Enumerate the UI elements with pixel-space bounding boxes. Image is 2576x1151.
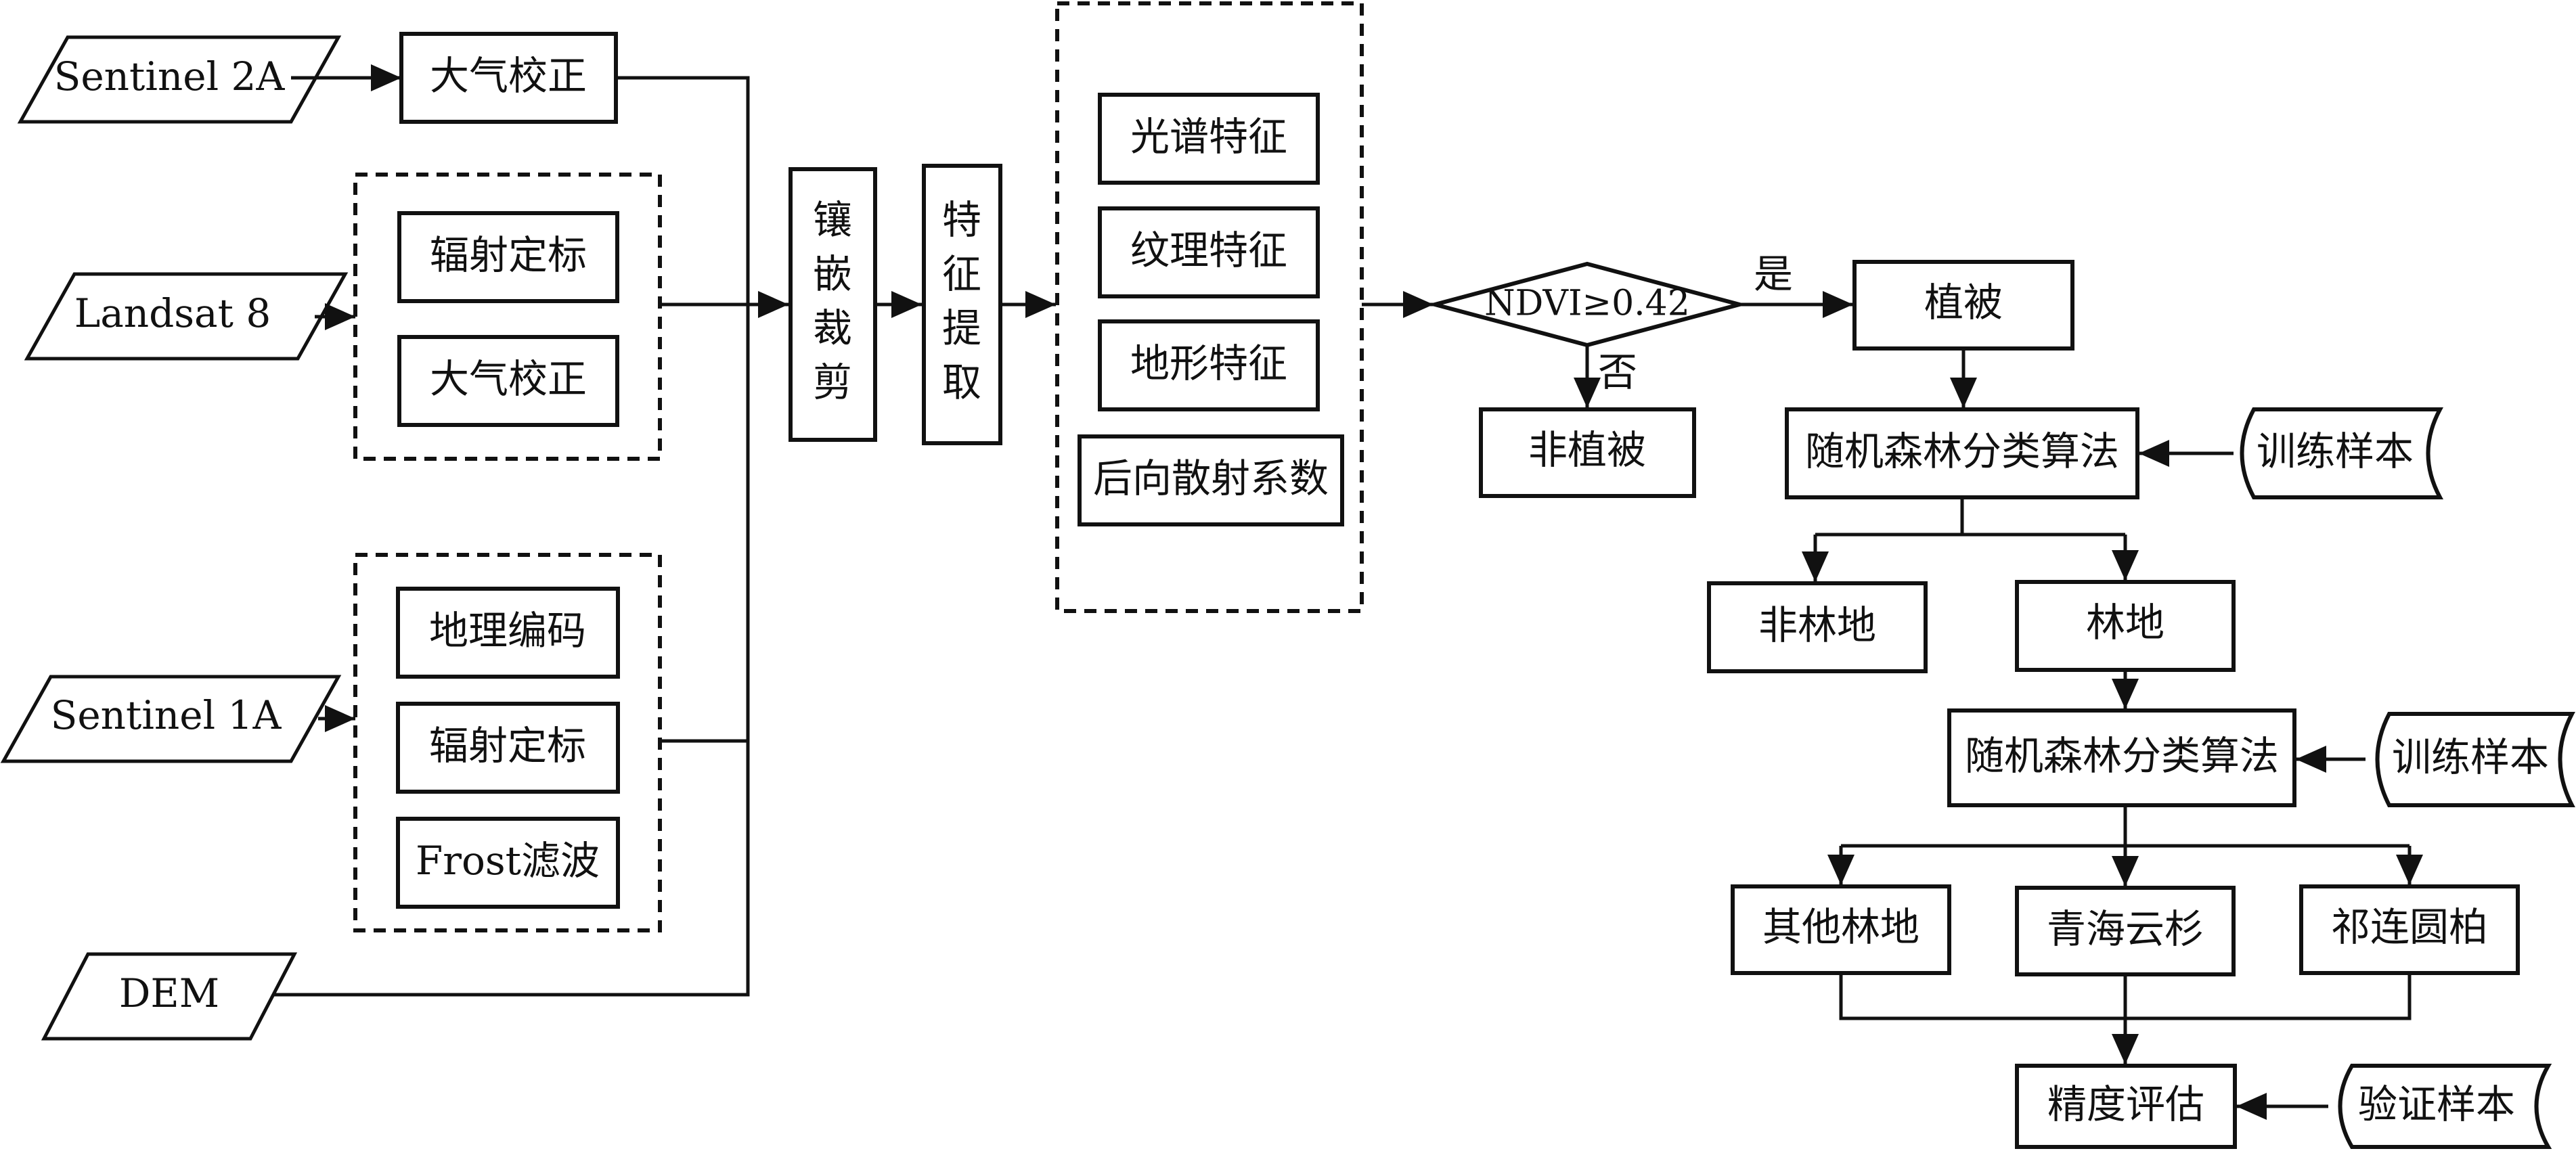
feature-extraction-step: 特 征 提 取: [922, 164, 1002, 445]
s1-radiometric-calibration: 辐射定标: [396, 702, 620, 794]
features-group: [1055, 1, 1364, 613]
l8-atm-label: 大气校正: [430, 356, 587, 402]
yes-label: 是: [1754, 251, 1793, 297]
juniper-label: 祁连圆柏: [2331, 904, 2488, 950]
s1-rad-label: 辐射定标: [429, 723, 586, 769]
mosaic-char-3: 裁: [813, 305, 852, 351]
rf2-label: 随机森林分类算法: [1965, 733, 2279, 779]
veg-label: 植被: [1924, 279, 2003, 325]
mosaic-char-4: 剪: [813, 359, 852, 405]
l8-radiometric-calibration: 辐射定标: [397, 211, 619, 303]
s1-geocoding: 地理编码: [396, 587, 620, 679]
train1-label: 训练样本: [2257, 428, 2414, 474]
l8-rad-label: 辐射定标: [430, 232, 587, 278]
qinghai-spruce-node: 青海云杉: [2015, 886, 2236, 976]
train2-label: 训练样本: [2392, 734, 2549, 780]
mosaic-char-2: 嵌: [813, 251, 852, 297]
s2-atm-label: 大气校正: [430, 53, 587, 99]
backscatter-label: 后向散射系数: [1093, 455, 1329, 501]
l8-atmospheric-correction: 大气校正: [397, 335, 619, 427]
input-sentinel2a: Sentinel 2A: [17, 35, 342, 124]
s1-frost-label: Frost滤波: [416, 838, 600, 884]
s2-atmospheric-correction: 大气校正: [399, 32, 618, 124]
texture-feature: 纹理特征: [1098, 206, 1320, 298]
input-sentinel1a: Sentinel 1A: [0, 675, 342, 763]
other-label: 其他林地: [1762, 904, 1919, 950]
non-forest-node: 非林地: [1707, 581, 1928, 673]
forest-label: 林地: [2086, 600, 2164, 646]
ndvi-label: NDVI≥0.42: [1484, 284, 1690, 324]
feature-char-4: 取: [942, 359, 981, 405]
s1-frost-filter: Frost滤波: [396, 817, 620, 909]
non-vegetation-node: 非植被: [1479, 407, 1696, 498]
input-sentinel2a-label: Sentinel 2A: [54, 53, 286, 99]
terrain-feature: 地形特征: [1098, 319, 1320, 411]
mosaic-char-1: 镶: [813, 197, 852, 243]
input-sentinel1a-label: Sentinel 1A: [51, 692, 282, 738]
random-forest-1: 随机森林分类算法: [1785, 407, 2139, 499]
nonforest-label: 非林地: [1758, 602, 1876, 648]
backscatter-feature: 后向散射系数: [1078, 434, 1344, 526]
input-landsat8-label: Landsat 8: [74, 290, 271, 336]
vegetation-node: 植被: [1852, 260, 2074, 351]
spectral-feature: 光谱特征: [1098, 93, 1320, 185]
feature-char-1: 特: [942, 197, 981, 243]
other-forest-node: 其他林地: [1731, 884, 1951, 975]
spruce-label: 青海云杉: [2047, 906, 2204, 952]
mosaic-clip-step: 镶 嵌 裁 剪: [789, 167, 877, 442]
s1-geo-label: 地理编码: [429, 608, 586, 654]
verify-label: 验证样本: [2358, 1081, 2515, 1127]
training-sample-1: 训练样本: [2240, 407, 2444, 499]
feature-char-3: 提: [942, 305, 981, 351]
texture-label: 纹理特征: [1130, 227, 1287, 273]
terrain-label: 地形特征: [1130, 340, 1287, 386]
random-forest-2: 随机森林分类算法: [1947, 708, 2296, 807]
rf1-label: 随机森林分类算法: [1805, 428, 2119, 474]
input-dem: DEM: [41, 952, 298, 1041]
no-label: 否: [1598, 349, 1637, 395]
input-landsat8: Landsat 8: [24, 272, 349, 361]
verification-sample: 验证样本: [2338, 1064, 2552, 1149]
spectral-label: 光谱特征: [1130, 114, 1287, 160]
input-dem-label: DEM: [119, 970, 219, 1016]
accuracy-assessment-node: 精度评估: [2015, 1064, 2237, 1149]
feature-char-2: 征: [942, 251, 981, 297]
training-sample-2: 训练样本: [2375, 712, 2575, 807]
qilian-juniper-node: 祁连圆柏: [2299, 884, 2520, 975]
nonveg-label: 非植被: [1528, 427, 1646, 473]
ndvi-decision: NDVI≥0.42: [1427, 261, 1748, 348]
forest-node: 林地: [2015, 580, 2236, 672]
accuracy-label: 精度评估: [2047, 1081, 2204, 1127]
